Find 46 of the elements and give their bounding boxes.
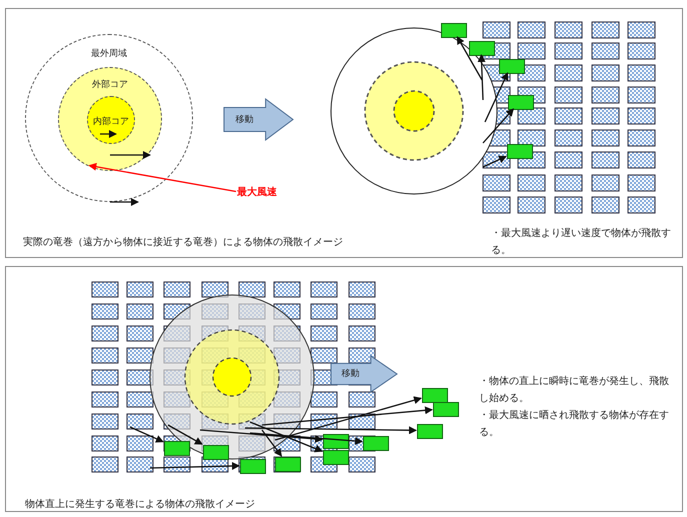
zone-label: 外部コア [91,78,129,91]
object-box [323,450,349,465]
object-box [433,402,459,417]
trajectory-arrow [200,429,323,443]
trajectory-arrow [262,406,433,426]
object-box [275,457,301,472]
trajectory-arrow [261,430,282,457]
trajectory-arrow [482,108,514,144]
object-box [441,23,467,38]
leader-line [88,162,236,192]
trajectory-arrow [274,396,422,441]
trajectory-arrow [245,426,417,434]
object-box [469,41,495,56]
object-box [323,434,349,449]
block-arrow: 移動 [223,98,294,141]
object-box [507,144,533,159]
trajectory-arrow [456,36,483,80]
note-text: ・最大風速より遅い速度で物体が飛散する。 [491,226,671,258]
object-box [422,388,448,403]
trajectory-arrow [150,462,240,470]
trajectory-arrow [250,421,323,452]
note-text: ・最大風速に晒され飛散する物体が存在する。 [479,408,669,440]
panel-label: 実際の竜巻（遠方から物体に接近する竜巻）による物体の飛散イメージ [23,236,344,250]
trajectory-arrow [250,432,363,445]
object-box [499,59,525,74]
trajectory-arrow [478,54,486,100]
object-box [363,436,389,451]
zone-label: 内部コア [92,116,130,128]
object-box [417,424,443,439]
block-arrow: 移動 [330,355,398,393]
object-box [164,441,190,456]
zone-label: 最外周域 [90,48,128,60]
trajectory-arrow [130,426,164,442]
trajectory-arrow [168,424,203,445]
trajectory-arrow [482,156,507,168]
zone-circle [25,34,193,202]
zone-circle [87,96,135,144]
object-box [203,445,229,460]
speed-label: 最大風速 [237,185,301,200]
object-box [240,459,266,474]
panel [5,266,683,512]
panel-label: 物体直上に発生する竜巻による物体の飛散イメージ [25,498,256,512]
object-box [508,95,534,110]
note-text: ・物体の直上に瞬時に竜巻が発生し、飛散し始める。 [479,374,669,406]
trajectory-arrow [484,72,508,122]
panel [5,8,683,258]
